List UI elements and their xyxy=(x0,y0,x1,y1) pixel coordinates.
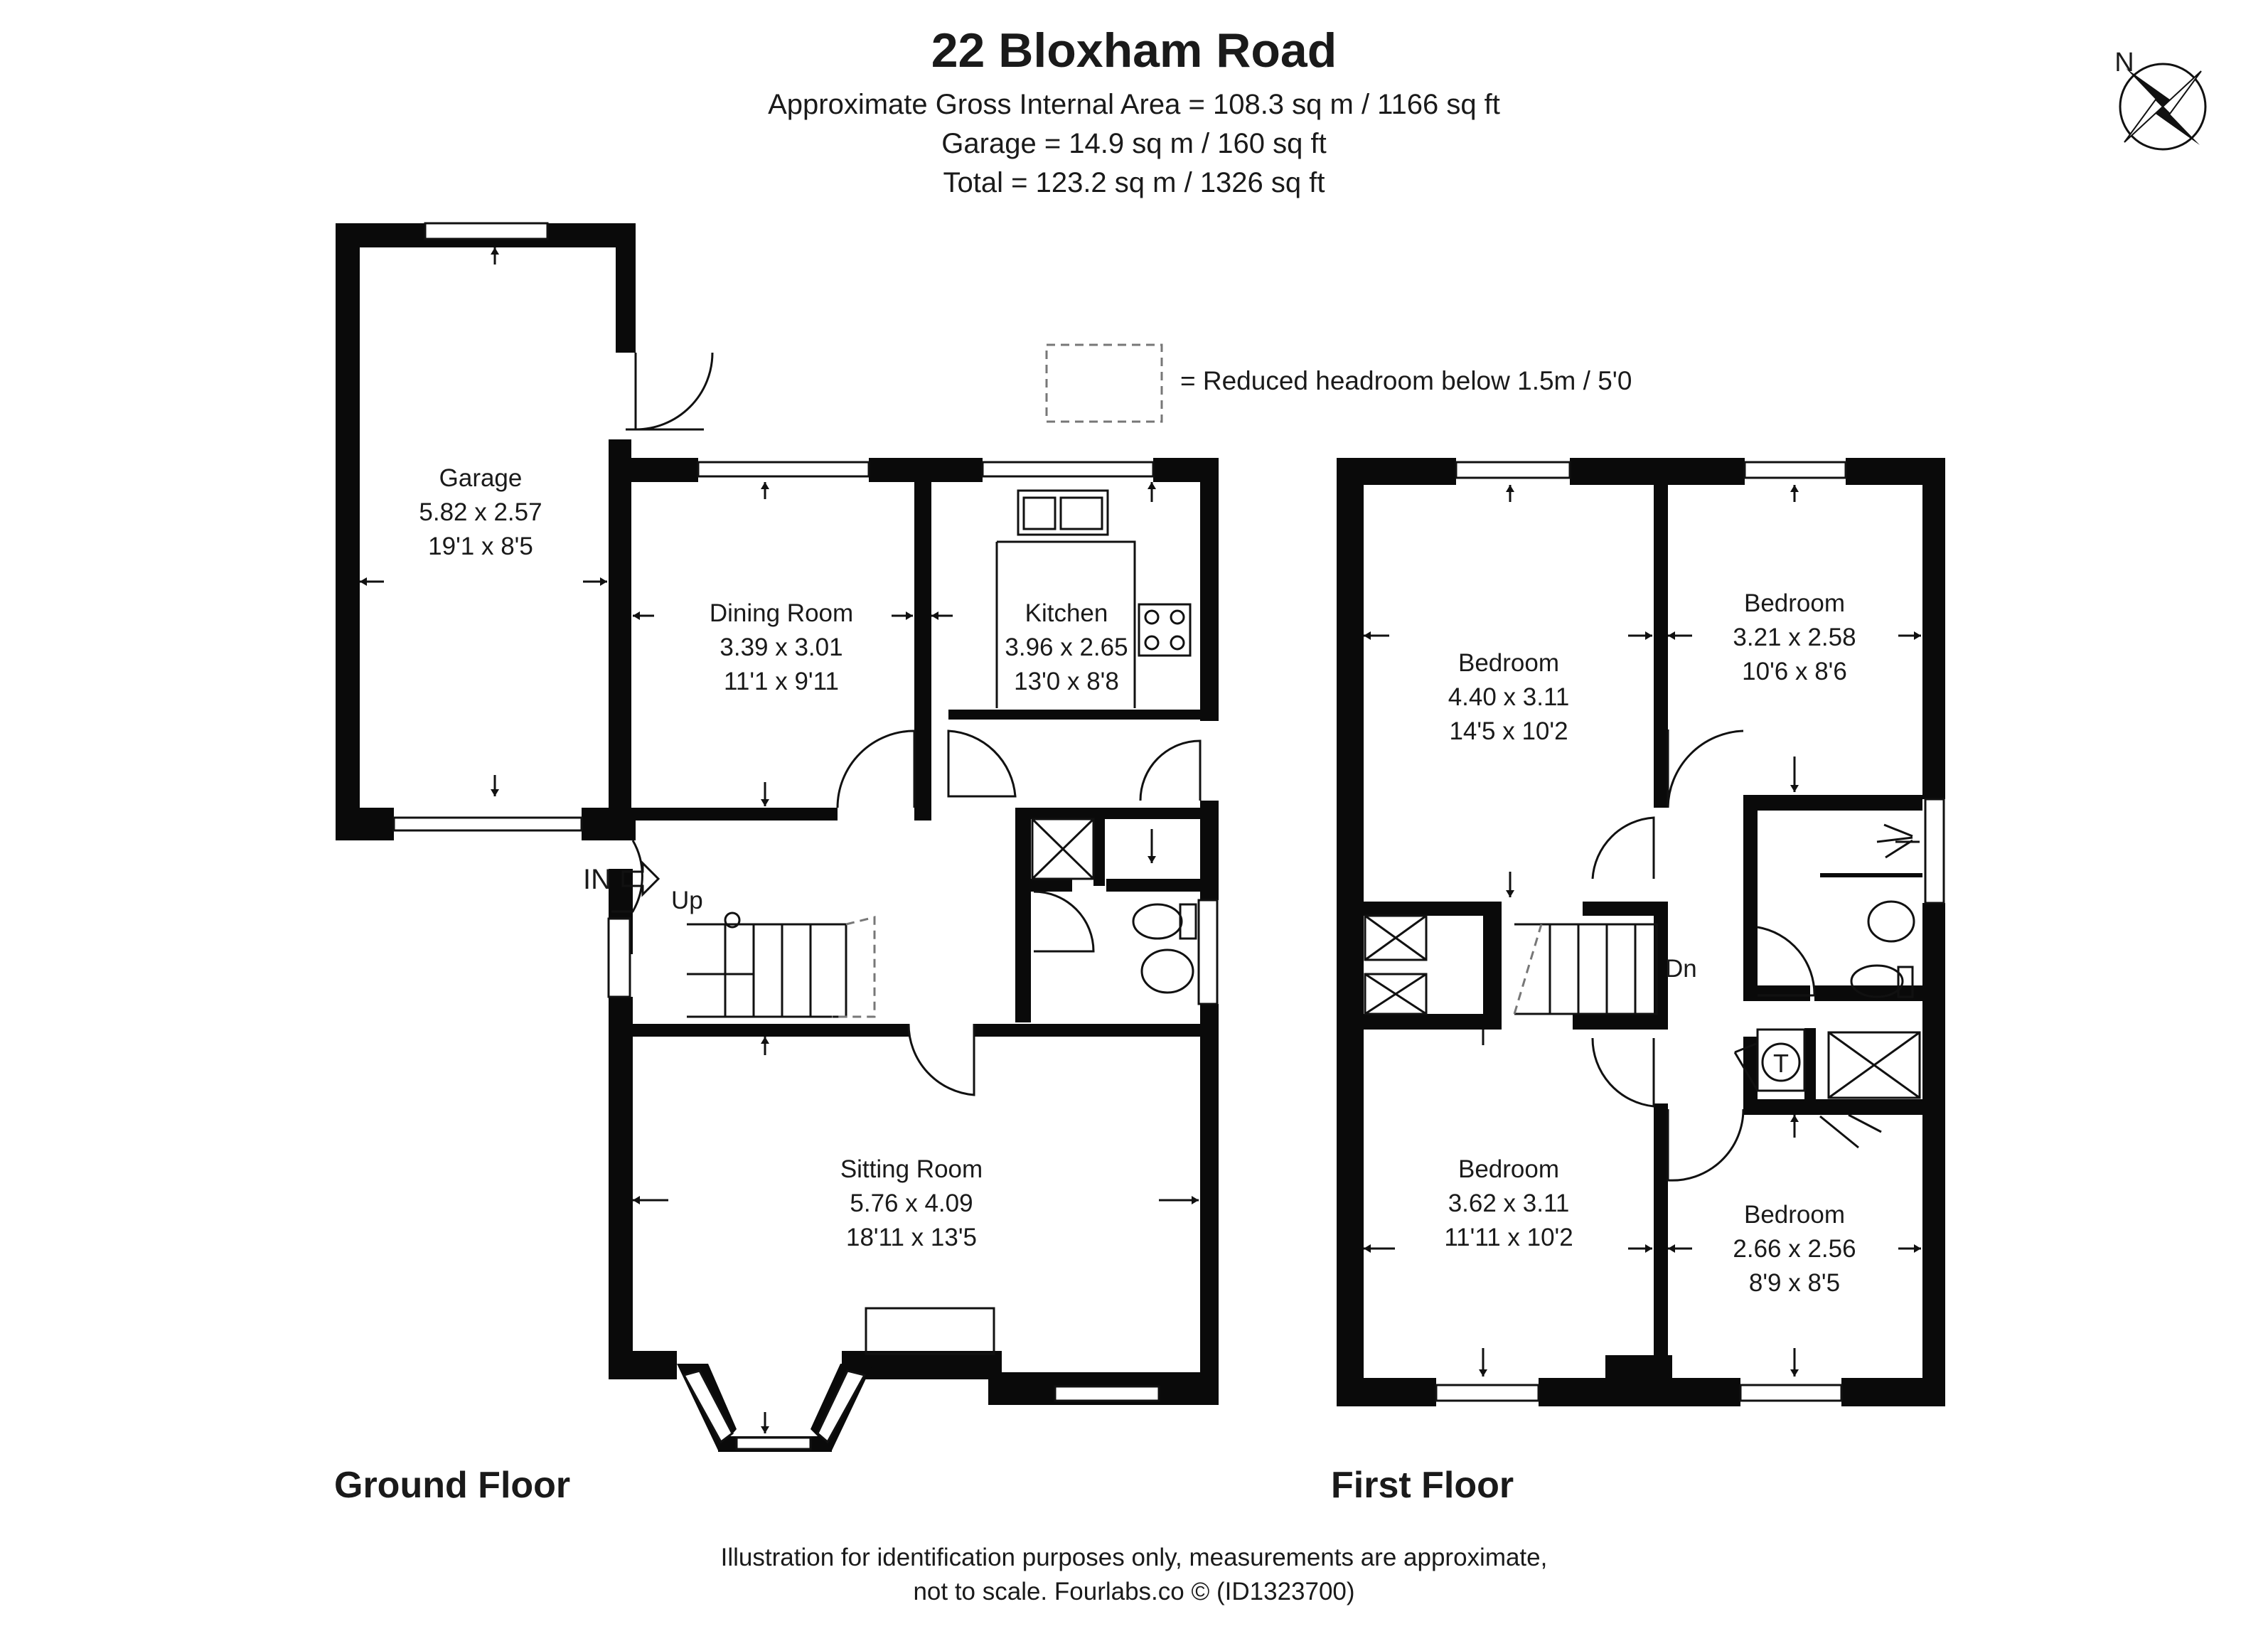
tank-label: T xyxy=(1773,1049,1789,1078)
legend-reduced-headroom-swatch xyxy=(1045,343,1163,423)
fireplace xyxy=(865,1307,995,1355)
room-metric: 5.76 x 4.09 xyxy=(850,1190,973,1217)
room-name: Garage xyxy=(439,464,523,492)
entrance-label: IN xyxy=(583,864,611,895)
room-kitchen: Kitchen 3.96 x 2.65 13'0 x 8'8 xyxy=(1005,599,1128,695)
entrance-arrow-icon xyxy=(621,860,660,897)
dining-door[interactable] xyxy=(836,729,916,808)
room-dining: Dining Room 3.39 x 3.01 11'1 x 9'11 xyxy=(710,599,853,695)
room-name: Dining Room xyxy=(710,599,853,627)
room-bedroom-2: Bedroom 3.21 x 2.58 10'6 x 8'6 xyxy=(1733,589,1856,685)
garage-area-text: Garage = 14.9 sq m / 160 sq ft xyxy=(941,128,1326,159)
bedroom1-door[interactable] xyxy=(1591,816,1655,880)
room-name: Bedroom xyxy=(1458,1155,1559,1183)
room-imperial: 18'11 x 13'5 xyxy=(846,1224,977,1251)
room-name: Bedroom xyxy=(1744,1201,1845,1229)
bedroom2-door[interactable] xyxy=(1667,729,1744,808)
first-floor-plan: T Dn xyxy=(1331,458,1945,1506)
water-tank: T xyxy=(1756,1028,1806,1092)
wc-basin xyxy=(1140,948,1194,994)
first-stairs-label: Dn xyxy=(1665,955,1697,983)
kitchen-door[interactable] xyxy=(947,729,1017,798)
room-garage: Garage 5.82 x 2.57 19'1 x 8'5 xyxy=(419,464,542,560)
bedroom4-door[interactable] xyxy=(1667,1108,1745,1182)
back-door[interactable] xyxy=(1139,739,1202,801)
ground-floor-plan: IN Up Garage 5.82 x 2.57 19'1 x 8'5 Dini… xyxy=(334,222,1219,1506)
room-imperial: 8'9 x 8'5 xyxy=(1749,1269,1840,1297)
room-name: Bedroom xyxy=(1744,589,1845,617)
first-stairs: Dn xyxy=(1513,923,1697,1015)
sitting-door[interactable] xyxy=(907,1023,975,1096)
room-metric: 3.39 x 3.01 xyxy=(720,634,843,661)
room-metric: 4.40 x 3.11 xyxy=(1448,683,1570,711)
room-metric: 2.66 x 2.56 xyxy=(1733,1235,1856,1263)
room-bedroom-1: Bedroom 4.40 x 3.11 14'5 x 10'2 xyxy=(1448,649,1570,745)
linen-cupboard-door[interactable] xyxy=(1819,1113,1882,1149)
ground-stairs xyxy=(687,912,876,1018)
kitchen-sink xyxy=(1017,489,1109,536)
room-imperial: 13'0 x 8'8 xyxy=(1014,668,1119,695)
ground-dimension-arrows xyxy=(360,247,1199,1433)
garage-side-door[interactable] xyxy=(634,352,714,431)
tank-cupboard-door[interactable] xyxy=(1733,1042,1759,1091)
room-sitting: Sitting Room 5.76 x 4.09 18'11 x 13'5 xyxy=(840,1155,983,1251)
compass-icon: N xyxy=(2114,48,2207,151)
room-metric: 5.82 x 2.57 xyxy=(419,498,542,526)
room-metric: 3.62 x 3.11 xyxy=(1448,1190,1570,1217)
first-dimension-arrows xyxy=(1364,485,1921,1377)
front-door[interactable] xyxy=(611,840,643,913)
room-name: Bedroom xyxy=(1458,649,1559,677)
ground-stairs-label: Up xyxy=(671,887,703,914)
first-floor-label: First Floor xyxy=(1331,1465,1514,1506)
room-imperial: 11'11 x 10'2 xyxy=(1444,1224,1573,1251)
room-imperial: 11'1 x 9'11 xyxy=(724,668,839,695)
gross-area-text: Approximate Gross Internal Area = 108.3 … xyxy=(768,89,1500,120)
legend-text: = Reduced headroom below 1.5m / 5'0 xyxy=(1180,366,1632,395)
room-imperial: 14'5 x 10'2 xyxy=(1449,717,1568,745)
ground-floor-label: Ground Floor xyxy=(334,1465,570,1506)
total-area-text: Total = 123.2 sq m / 1326 sq ft xyxy=(943,167,1325,198)
bathroom-toilet xyxy=(1850,964,1904,998)
shower-icon xyxy=(1876,823,1920,859)
disclaimer-line-1: Illustration for identification purposes… xyxy=(721,1544,1548,1571)
bathroom-door[interactable] xyxy=(1757,926,1816,997)
room-name: Kitchen xyxy=(1025,599,1108,627)
wc-door[interactable] xyxy=(1033,890,1095,953)
room-bedroom-4: Bedroom 2.66 x 2.56 8'9 x 8'5 xyxy=(1733,1201,1856,1297)
room-imperial: 19'1 x 8'5 xyxy=(428,533,533,560)
room-metric: 3.96 x 2.65 xyxy=(1005,634,1128,661)
bedroom3-door[interactable] xyxy=(1591,1037,1655,1108)
hob-icon xyxy=(1138,603,1192,657)
room-name: Sitting Room xyxy=(840,1155,983,1183)
room-imperial: 10'6 x 8'6 xyxy=(1742,658,1847,685)
room-bedroom-3: Bedroom 3.62 x 3.11 11'11 x 10'2 xyxy=(1444,1155,1573,1251)
bathroom-basin xyxy=(1867,900,1915,943)
disclaimer-line-2: not to scale. Fourlabs.co © (ID1323700) xyxy=(913,1578,1354,1605)
room-metric: 3.21 x 2.58 xyxy=(1733,624,1856,651)
wc-toilet xyxy=(1132,903,1183,940)
property-title: 22 Bloxham Road xyxy=(931,23,1337,77)
